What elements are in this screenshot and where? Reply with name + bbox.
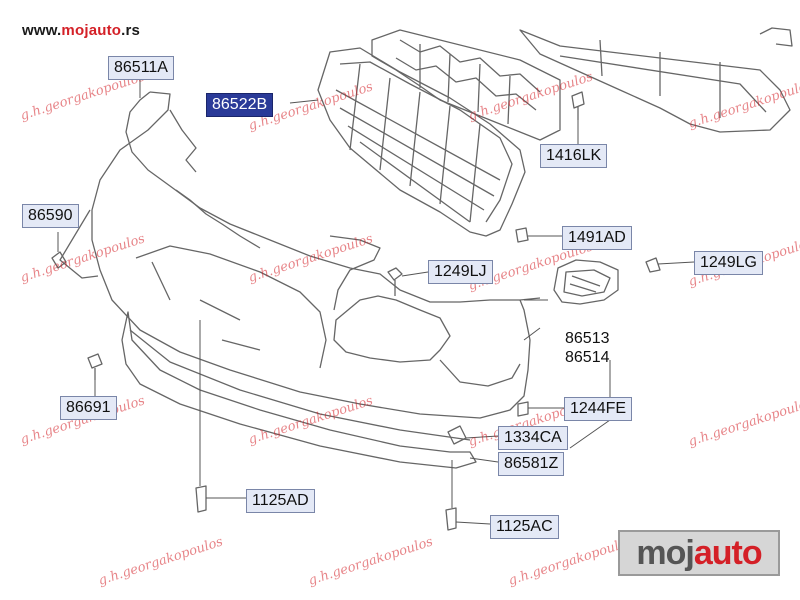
callout-1334CA[interactable]: 1334CA <box>498 426 568 450</box>
mojauto-logo[interactable]: mojauto <box>618 530 780 576</box>
watermark-text: g.h.georgakopoulos <box>467 69 596 124</box>
watermark-text: g.h.georgakopoulos <box>247 231 376 286</box>
watermark-13: g.h.georgakopoulos <box>97 534 226 589</box>
callout-1244FE[interactable]: 1244FE <box>564 397 633 421</box>
site-url-suffix: .rs <box>121 22 141 39</box>
watermark-14: g.h.georgakopoulos <box>307 534 436 589</box>
watermark-text: g.h.georgakopoulos <box>687 77 800 132</box>
bumper-beam <box>519 27 793 133</box>
watermark-text: g.h.georgakopoulos <box>687 395 800 450</box>
radiator-grille <box>317 47 526 237</box>
site-url[interactable]: www.mojauto.rs <box>22 22 140 39</box>
watermark-4: g.h.georgakopoulos <box>687 77 800 132</box>
callout-86581Z[interactable]: 86581Z <box>498 452 565 476</box>
callout-1491AD[interactable]: 1491AD <box>562 226 632 250</box>
callout-1125AD[interactable]: 1125AD <box>246 489 315 513</box>
callout-86514[interactable]: 86514 <box>565 349 610 366</box>
callout-86513-86514: 86513 86514 <box>560 328 615 368</box>
callout-86522B[interactable]: 86522B <box>206 93 274 117</box>
site-url-prefix: www. <box>22 22 62 39</box>
fog-lamp-bezel <box>553 259 619 305</box>
energy-absorber <box>371 29 561 141</box>
watermark-text: g.h.georgakopoulos <box>507 534 636 589</box>
callout-1249LG[interactable]: 1249LG <box>694 251 763 275</box>
site-url-brand: mojauto <box>61 22 122 39</box>
logo-part1: moj <box>636 534 694 572</box>
watermark-15: g.h.georgakopoulos <box>507 534 636 589</box>
callout-86691[interactable]: 86691 <box>60 396 117 420</box>
callout-1249LJ[interactable]: 1249LJ <box>428 260 493 284</box>
callout-1416LK[interactable]: 1416LK <box>540 144 608 168</box>
lower-lip <box>121 311 477 469</box>
callout-86513[interactable]: 86513 <box>565 330 610 347</box>
watermark-text: g.h.georgakopoulos <box>97 534 226 589</box>
callout-86590[interactable]: 86590 <box>22 204 79 228</box>
watermark-12: g.h.georgakopoulos <box>687 395 800 450</box>
watermark-6: g.h.georgakopoulos <box>247 231 376 286</box>
callout-86511A[interactable]: 86511A <box>108 56 174 80</box>
logo-part2: auto <box>693 534 763 572</box>
watermark-text: g.h.georgakopoulos <box>307 534 436 589</box>
bumper-cover <box>59 91 541 419</box>
callout-1125AC[interactable]: 1125AC <box>490 515 559 539</box>
watermark-3: g.h.georgakopoulos <box>467 69 596 124</box>
